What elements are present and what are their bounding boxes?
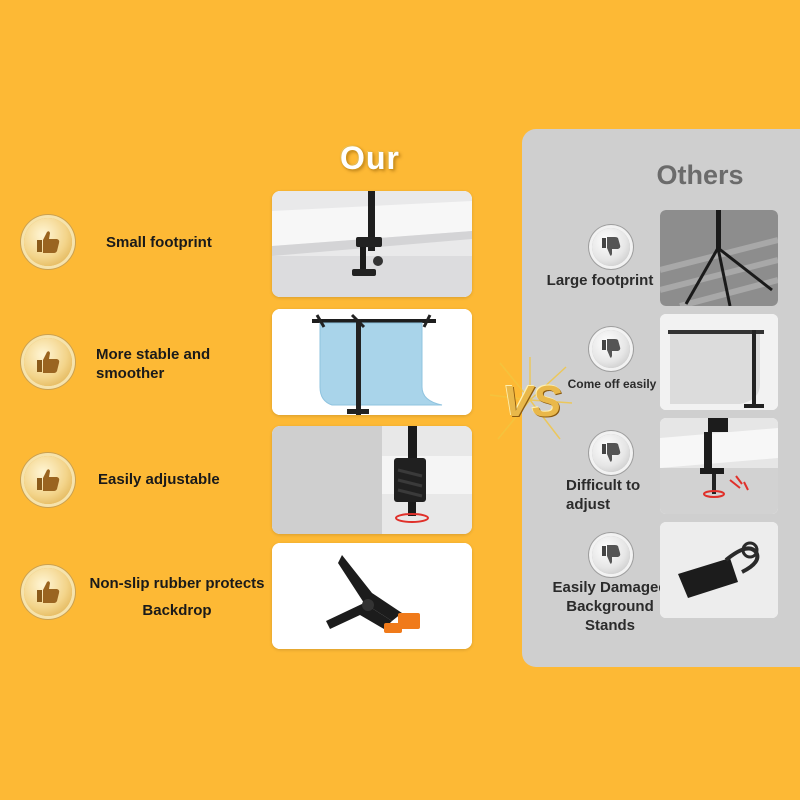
ours-feature-2-line-1: More stable and [96, 346, 211, 363]
others-image-tripod [660, 210, 778, 306]
others-feature-3-line-2: adjust [566, 496, 611, 513]
vs-emblem: VS [486, 355, 574, 445]
vs-label: VS [502, 377, 562, 426]
ours-image-adjustable-clamp [272, 426, 472, 534]
thumbs-down-icon [592, 536, 630, 574]
thumbs-up-icon [24, 218, 72, 266]
others-feature-3: Difficult to adjust [566, 476, 656, 514]
thumbs-up-icon [24, 568, 72, 616]
ours-feature-3: Easily adjustable [98, 471, 220, 488]
thumbs-down-icon [592, 228, 630, 266]
others-feature-1: Large footprint [546, 272, 654, 289]
others-feature-4-line-1: Easily Damaged [552, 579, 668, 596]
others-feature-4: Easily Damaged Background Stands [548, 578, 672, 635]
thumbs-down-icon [592, 434, 630, 472]
others-image-binder-clip [660, 522, 778, 618]
ours-feature-4: Non-slip rubber protects Backdrop [82, 574, 272, 620]
ours-image-spring-clamp [272, 543, 472, 649]
ours-image-small-footprint [272, 191, 472, 297]
ours-feature-4-line-2: Backdrop [142, 602, 212, 619]
others-feature-4-line-3: Stands [584, 617, 635, 634]
others-feature-3-line-1: Difficult to [566, 477, 641, 494]
thumbs-up-icon [24, 456, 72, 504]
ours-feature-2: More stable and smoother [96, 345, 210, 383]
ours-image-backdrop-stand [272, 309, 472, 415]
ours-feature-1: Small footprint [106, 234, 212, 251]
others-image-backdrop [660, 314, 778, 410]
ours-feature-2-line-2: smoother [96, 365, 165, 382]
thumbs-down-icon [592, 330, 630, 368]
others-image-table-clamp [660, 418, 778, 514]
others-feature-2: Come off easily [567, 377, 657, 391]
thumbs-up-icon [24, 338, 72, 386]
others-title: Others [656, 160, 744, 190]
ours-feature-4-line-1: Non-slip rubber protects [89, 575, 265, 592]
ours-title: Our [340, 140, 400, 176]
others-feature-4-line-2: Background [566, 598, 654, 615]
